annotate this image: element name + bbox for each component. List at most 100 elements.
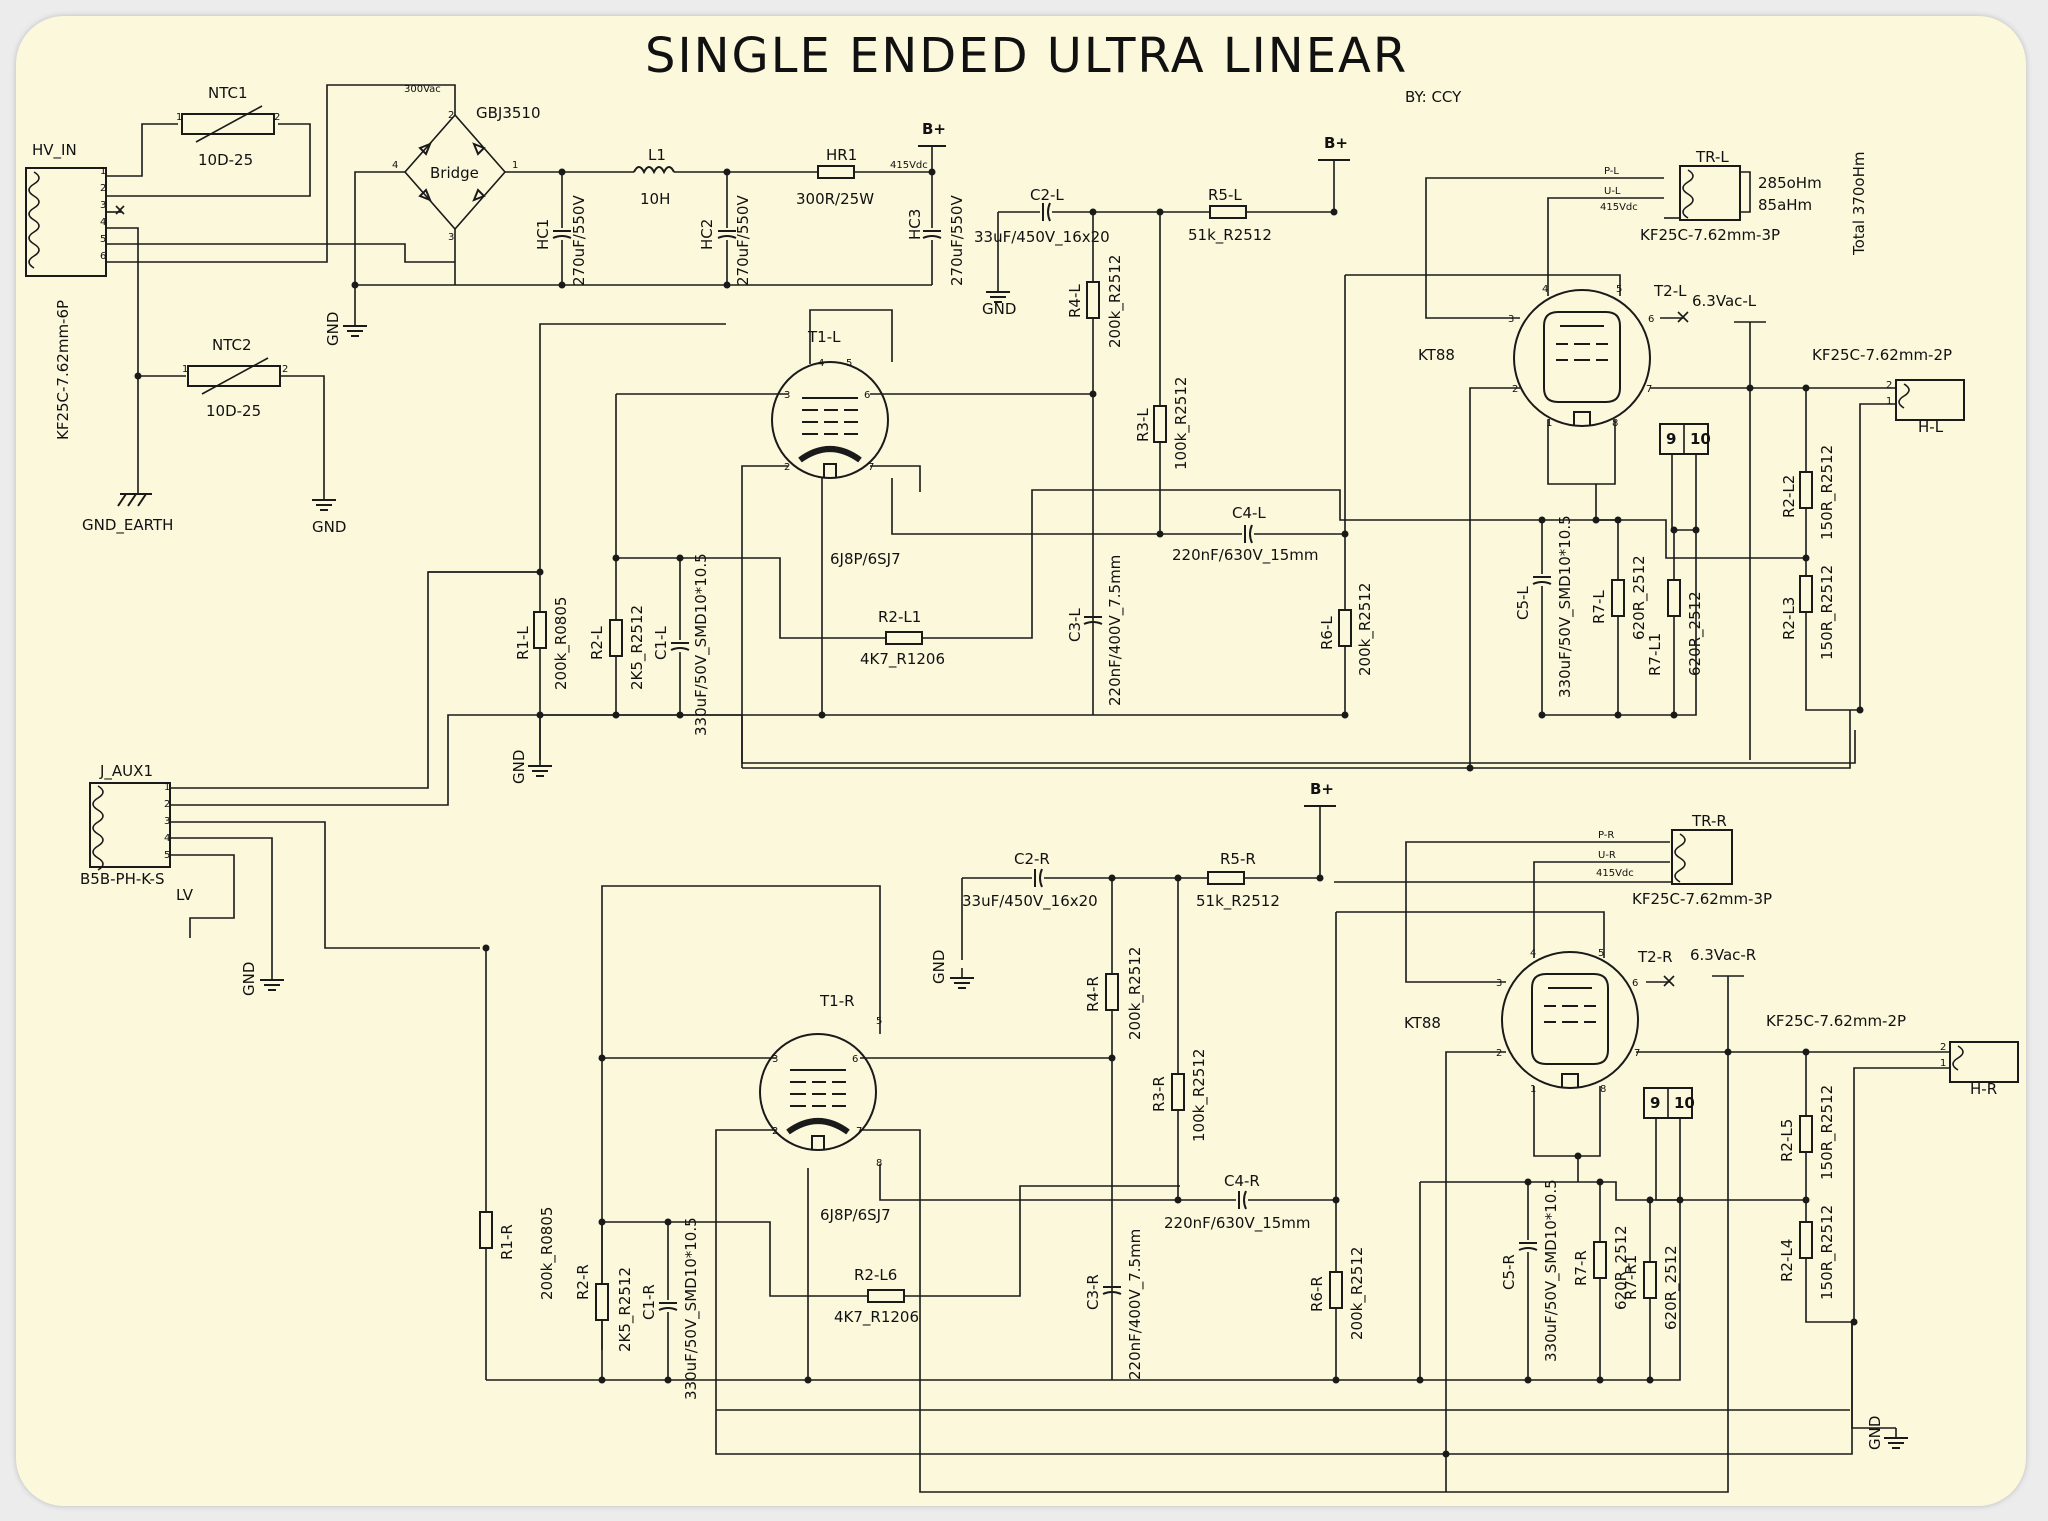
r2-l2-value: 150R_R2512 bbox=[1818, 445, 1837, 540]
jumper-right bbox=[1643, 1087, 1693, 1119]
r1-right-resistor bbox=[479, 1211, 493, 1249]
svg-text:8: 8 bbox=[1600, 1084, 1606, 1095]
l1-inductor bbox=[633, 166, 675, 175]
svg-text:5: 5 bbox=[164, 850, 170, 861]
svg-text:4: 4 bbox=[1530, 948, 1536, 959]
c1-right-value: 330uF/50V_SMD10*10.5 bbox=[682, 1217, 701, 1400]
gnd-label: GND bbox=[312, 518, 346, 536]
t2-right-type: KT88 bbox=[1404, 1014, 1441, 1032]
t1-left-label: T1-L bbox=[807, 328, 841, 346]
ground-icon bbox=[342, 315, 368, 337]
r2-left-resistor bbox=[609, 619, 623, 657]
r1-right-label: R1-R bbox=[498, 1224, 516, 1260]
r7-right1-resistor bbox=[1643, 1261, 1657, 1299]
ntc2-label: NTC2 bbox=[212, 336, 252, 354]
ground-icon bbox=[311, 489, 337, 511]
ground-icon bbox=[949, 967, 975, 989]
r5-left-resistor bbox=[1209, 205, 1247, 219]
hc3-capacitor bbox=[922, 230, 942, 239]
svg-text:1: 1 bbox=[164, 782, 170, 793]
svg-text:1: 1 bbox=[1530, 1084, 1536, 1095]
hc3-value: 270uF/550V bbox=[948, 195, 966, 286]
c5-right-label: C5-R bbox=[1500, 1254, 1518, 1290]
gnd-label: GND bbox=[240, 962, 258, 996]
r2-l3-value: 150R_R2512 bbox=[1818, 565, 1837, 660]
svg-text:7: 7 bbox=[1646, 384, 1652, 395]
r5-right-label: R5-R bbox=[1220, 850, 1256, 868]
jumper-right-9: 9 bbox=[1650, 1094, 1660, 1112]
svg-text:1: 1 bbox=[182, 364, 188, 375]
r6-left-label: R6-L bbox=[1318, 616, 1336, 650]
hr1-resistor bbox=[817, 165, 855, 179]
t2-left-tube bbox=[1513, 289, 1651, 427]
tr-right-part: KF25C-7.62mm-3P bbox=[1632, 890, 1772, 908]
c2-right-capacitor bbox=[1034, 868, 1043, 888]
r6-left-resistor bbox=[1338, 609, 1352, 647]
svg-text:2: 2 bbox=[1940, 1042, 1946, 1053]
tr-right-connector bbox=[1671, 829, 1733, 885]
c2-right-label: C2-R bbox=[1014, 850, 1050, 868]
ground-icon bbox=[259, 969, 285, 991]
svg-text:3: 3 bbox=[772, 1054, 778, 1065]
svg-text:2: 2 bbox=[1886, 380, 1892, 391]
h-left-label: H-L bbox=[1918, 418, 1944, 436]
c5-right-value: 330uF/50V_SMD10*10.5 bbox=[1542, 1179, 1561, 1362]
dc-voltage-label: 415Vdc bbox=[890, 160, 928, 171]
gnd-label: GND bbox=[510, 750, 528, 784]
svg-text:3: 3 bbox=[448, 232, 454, 243]
schematic-title: SINGLE ENDED ULTRA LINEAR bbox=[645, 28, 1408, 84]
svg-text:2: 2 bbox=[1512, 384, 1518, 395]
r2l6-resistor bbox=[867, 1289, 905, 1303]
hr1-label: HR1 bbox=[826, 146, 857, 164]
gnd-label: GND bbox=[1866, 1416, 1884, 1450]
svg-text:2: 2 bbox=[164, 799, 170, 810]
r4-right-label: R4-R bbox=[1084, 976, 1102, 1012]
jumper-left bbox=[1659, 423, 1709, 455]
jumper-right-10: 10 bbox=[1674, 1094, 1695, 1112]
r7-left-resistor bbox=[1611, 579, 1625, 617]
ac-voltage-label: 300Vac bbox=[404, 84, 441, 95]
svg-text:7: 7 bbox=[868, 462, 874, 473]
c2-right-value: 33uF/450V_16x20 bbox=[962, 892, 1098, 911]
r2-right-label: R2-R bbox=[574, 1264, 592, 1300]
r5-left-label: R5-L bbox=[1208, 186, 1242, 204]
svg-text:2: 2 bbox=[448, 110, 454, 121]
svg-text:2: 2 bbox=[1496, 1048, 1502, 1059]
jumper-left-9: 9 bbox=[1666, 430, 1676, 448]
r2-l4-resistor bbox=[1799, 1221, 1813, 1259]
c3-right-value: 220nF/400V_7.5mm bbox=[1126, 1229, 1145, 1380]
r2-l2-resistor bbox=[1799, 471, 1813, 509]
svg-text:4: 4 bbox=[164, 833, 170, 844]
r6-right-resistor bbox=[1329, 1271, 1343, 1309]
tr-right-label: TR-R bbox=[1691, 812, 1727, 830]
hr1-value: 300R/25W bbox=[796, 190, 874, 208]
svg-text:3: 3 bbox=[164, 816, 170, 827]
tr-left-ohm2: 85aHm bbox=[1758, 196, 1812, 214]
c2-left-label: C2-L bbox=[1030, 186, 1064, 204]
svg-text:5: 5 bbox=[876, 1016, 882, 1027]
gnd-earth-label: GND_EARTH bbox=[82, 516, 173, 535]
c1-left-capacitor bbox=[670, 642, 690, 651]
c4-right-capacitor bbox=[1238, 1190, 1247, 1210]
h-left-connector: 21 bbox=[1886, 379, 1965, 421]
c5-left-value: 330uF/50V_SMD10*10.5 bbox=[1556, 515, 1575, 698]
svg-text:6: 6 bbox=[1632, 978, 1638, 989]
aux-part: B5B-PH-K-S bbox=[80, 870, 164, 888]
gnd-label: GND bbox=[930, 950, 948, 984]
c2-left-value: 33uF/450V_16x20 bbox=[974, 228, 1110, 247]
ntc1-label: NTC1 bbox=[208, 84, 248, 102]
r4-right-resistor bbox=[1105, 973, 1119, 1011]
r2-l3-label: R2-L3 bbox=[1780, 597, 1798, 640]
r4-right-value: 200k_R2512 bbox=[1126, 947, 1145, 1040]
r2-l4-value: 150R_R2512 bbox=[1818, 1205, 1837, 1300]
hv-in-part: KF25C-7.62mm-6P bbox=[54, 300, 72, 440]
hc2-label: HC2 bbox=[698, 219, 716, 250]
r7-right-value: 620R_2512 bbox=[1612, 1225, 1631, 1310]
t1-left-type: 6J8P/6SJ7 bbox=[830, 550, 901, 568]
r2l1-label: R2-L1 bbox=[878, 608, 921, 626]
r3-left-label: R3-L bbox=[1134, 408, 1152, 442]
r5-right-resistor bbox=[1207, 871, 1245, 885]
